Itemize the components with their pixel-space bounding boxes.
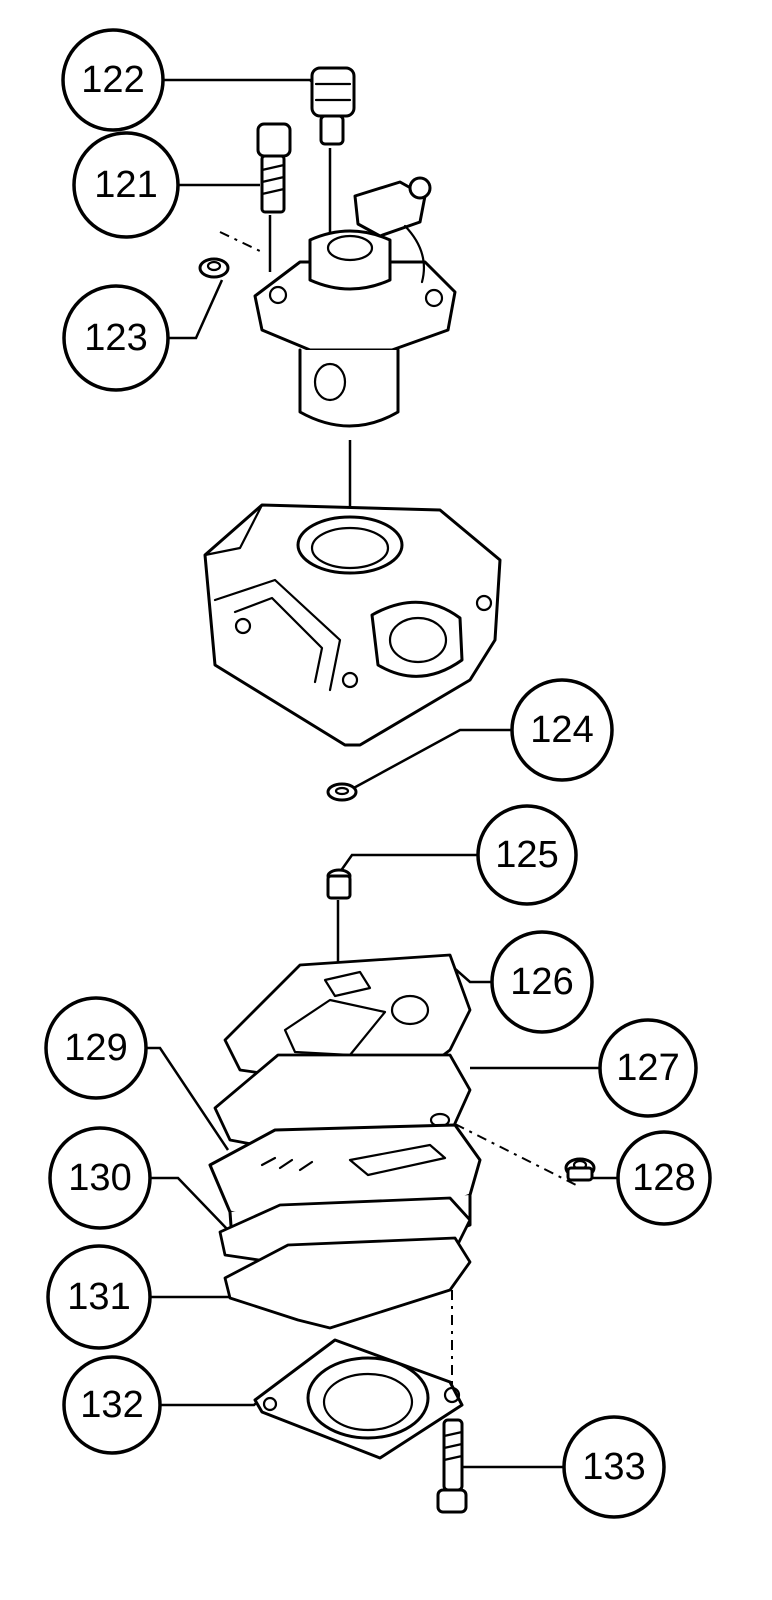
callout-129-label: 129 bbox=[64, 1027, 127, 1069]
leader-lines bbox=[146, 78, 618, 1469]
leader-123 bbox=[168, 279, 224, 340]
callout-123-label: 123 bbox=[84, 317, 147, 359]
callout-122-label: 122 bbox=[81, 59, 144, 101]
callout-125-label: 125 bbox=[495, 834, 558, 876]
part-133-screw bbox=[436, 1418, 468, 1514]
part-123-nut bbox=[198, 257, 230, 279]
callout-121-label: 121 bbox=[94, 164, 157, 206]
part-122-screw bbox=[310, 66, 356, 146]
callout-128-label: 128 bbox=[632, 1157, 695, 1199]
part-131-diaphragm bbox=[223, 1236, 472, 1330]
callout-127-label: 127 bbox=[616, 1047, 679, 1089]
callout-124: 124 bbox=[510, 678, 614, 782]
leader-129 bbox=[146, 1046, 230, 1151]
leader-125 bbox=[338, 853, 478, 873]
callout-125: 125 bbox=[476, 804, 578, 906]
callout-130-label: 130 bbox=[68, 1157, 131, 1199]
callout-129: 129 bbox=[44, 996, 148, 1100]
callout-131-label: 131 bbox=[67, 1276, 130, 1318]
upper-housing bbox=[253, 176, 457, 428]
callout-130: 130 bbox=[48, 1126, 152, 1230]
callout-121: 121 bbox=[72, 131, 180, 239]
callout-124-label: 124 bbox=[530, 709, 593, 751]
leader-122 bbox=[164, 78, 319, 89]
carburetor-body bbox=[203, 503, 502, 747]
callout-133-label: 133 bbox=[582, 1446, 645, 1488]
leader-130 bbox=[150, 1176, 229, 1231]
part-121-bolt bbox=[256, 122, 292, 214]
callout-122: 122 bbox=[61, 28, 165, 132]
callout-131: 131 bbox=[46, 1244, 152, 1350]
callout-132: 132 bbox=[62, 1355, 162, 1455]
callout-132-label: 132 bbox=[80, 1384, 143, 1426]
part-125-jet bbox=[326, 868, 352, 900]
leader-132 bbox=[160, 1397, 263, 1407]
leader-124 bbox=[349, 728, 512, 792]
callout-123: 123 bbox=[62, 284, 170, 392]
part-128-nut bbox=[564, 1157, 596, 1182]
callout-128: 128 bbox=[616, 1130, 712, 1226]
callout-127: 127 bbox=[598, 1018, 698, 1118]
callout-133: 133 bbox=[562, 1415, 666, 1519]
part-132-cover bbox=[253, 1338, 464, 1460]
callout-126-label: 126 bbox=[510, 961, 573, 1003]
callout-126: 126 bbox=[490, 930, 594, 1034]
part-124-oring bbox=[326, 782, 358, 802]
